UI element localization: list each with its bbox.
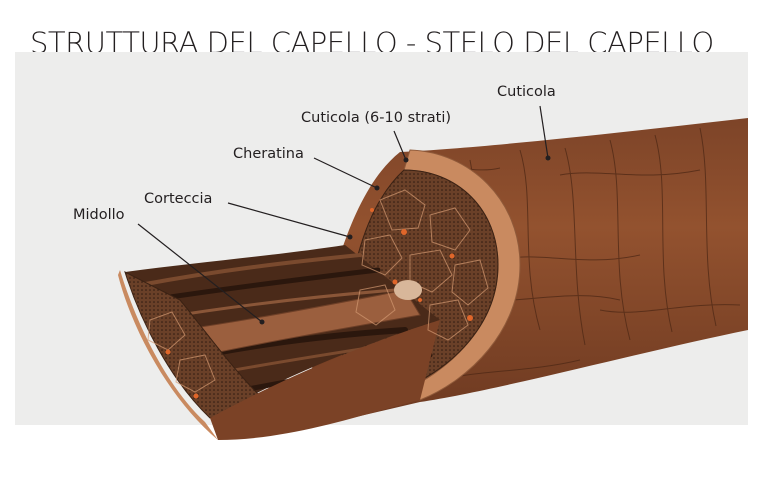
label-corteccia: Corteccia bbox=[144, 191, 213, 207]
label-cheratina: Cheratina bbox=[233, 146, 304, 162]
label-cuticola-outer: Cuticola bbox=[497, 84, 556, 100]
cortex-cells bbox=[147, 189, 489, 393]
bottom-cuticle-edge bbox=[210, 320, 440, 440]
cortex-interstitial-spots bbox=[165, 208, 473, 399]
leader-lines bbox=[137, 105, 549, 323]
leader-dots bbox=[259, 155, 551, 325]
medulla-opening bbox=[394, 280, 422, 300]
medulla-band bbox=[179, 289, 421, 357]
label-cuticola-layers: Cuticola (6-10 strati) bbox=[301, 110, 452, 126]
label-midollo: Midollo bbox=[73, 207, 125, 223]
